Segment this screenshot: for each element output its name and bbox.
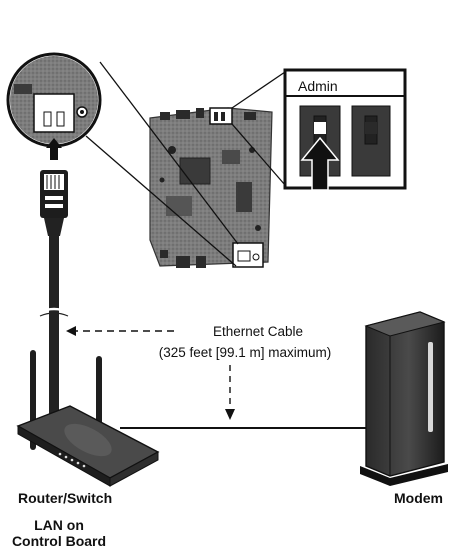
- lan-label-line1: LAN on: [34, 517, 84, 533]
- modem-label: Modem: [394, 490, 443, 506]
- admin-leader-line-lower: [231, 123, 286, 186]
- diagram-graphics: [6, 52, 448, 487]
- lan-leader-line-upper: [99, 61, 239, 245]
- router-switch-device: [16, 350, 160, 487]
- admin-arrow-icon: [300, 136, 340, 191]
- admin-label: Admin: [298, 78, 338, 94]
- modem-led-strip: [428, 342, 433, 432]
- modem-device: [360, 311, 448, 486]
- network-diagram: LAN on Control Board Admin Ethernet Cabl…: [6, 52, 448, 549]
- router-switch-label: Router/Switch: [18, 490, 113, 506]
- control-board: [149, 107, 273, 268]
- lan-port-magnifier: [6, 52, 102, 148]
- lan-arrow-icon: [46, 138, 62, 160]
- ethernet-cable-length-label: (325 feet [99.1 m] maximum): [158, 345, 332, 360]
- cable-callout-arrow-down-icon: [225, 409, 235, 420]
- lan-leader-line-lower: [85, 135, 237, 267]
- router-antenna-right: [96, 356, 102, 440]
- cable-callout-arrow-left-icon: [66, 326, 76, 336]
- lan-control-board-label: LAN on Control Board: [0, 517, 118, 549]
- ethernet-cable-label: Ethernet Cable: [212, 324, 304, 339]
- ethernet-cable-vertical: [49, 236, 59, 432]
- ethernet-plug: [40, 170, 68, 236]
- admin-leader-line-upper: [231, 71, 286, 109]
- lan-label-line2: Control Board: [11, 533, 107, 549]
